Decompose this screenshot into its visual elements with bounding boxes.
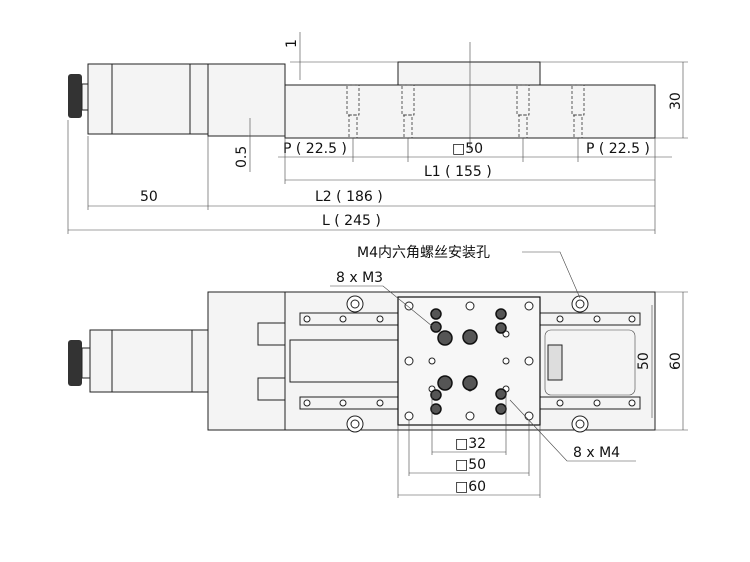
top-view: 60 50 M4内六角螺丝安装孔 8 x M3 8 x M4 □32 □50 □… (68, 245, 688, 498)
top-knob (68, 340, 82, 386)
top-coupling-block (207, 291, 286, 431)
mount-hole-label: M4内六角螺丝安装孔 (357, 245, 490, 261)
platform-holes (404, 301, 534, 421)
platform-size-label: □50 (452, 141, 483, 157)
total-length-label: L ( 245 ) (322, 213, 381, 229)
l1-label: L1 ( 155 ) (424, 164, 492, 180)
side-view: 1 30 0.5 P ( 22.5 ) P ( 22.5 ) □50 L1 ( … (67, 32, 688, 234)
rail-screws (303, 315, 636, 407)
rail-spacing-label: 50 (636, 352, 652, 370)
top-motor (89, 329, 209, 393)
side-motor (87, 63, 209, 135)
pitch-left-label: P ( 22.5 ) (283, 141, 347, 157)
sq60-label: □60 (455, 479, 486, 495)
m4-label: 8 x M4 (573, 445, 620, 461)
dim-top-gap: 1 (284, 39, 300, 48)
top-platform (397, 296, 541, 426)
side-platform (397, 61, 541, 86)
pitch-right-label: P ( 22.5 ) (586, 141, 650, 157)
sq50-label: □50 (455, 457, 486, 473)
l2-label: L2 ( 186 ) (315, 189, 383, 205)
side-knob-shaft (81, 83, 89, 111)
dim-height: 30 (668, 92, 684, 110)
m3-label: 8 x M3 (336, 270, 383, 286)
width-label: 60 (668, 352, 684, 370)
sq32-label: □32 (455, 436, 486, 452)
dim-offset: 0.5 (234, 146, 250, 168)
mount-holes (346, 295, 589, 433)
side-knob (68, 74, 82, 118)
side-coupling-block (207, 63, 286, 137)
motor-length-label: 50 (140, 189, 158, 205)
